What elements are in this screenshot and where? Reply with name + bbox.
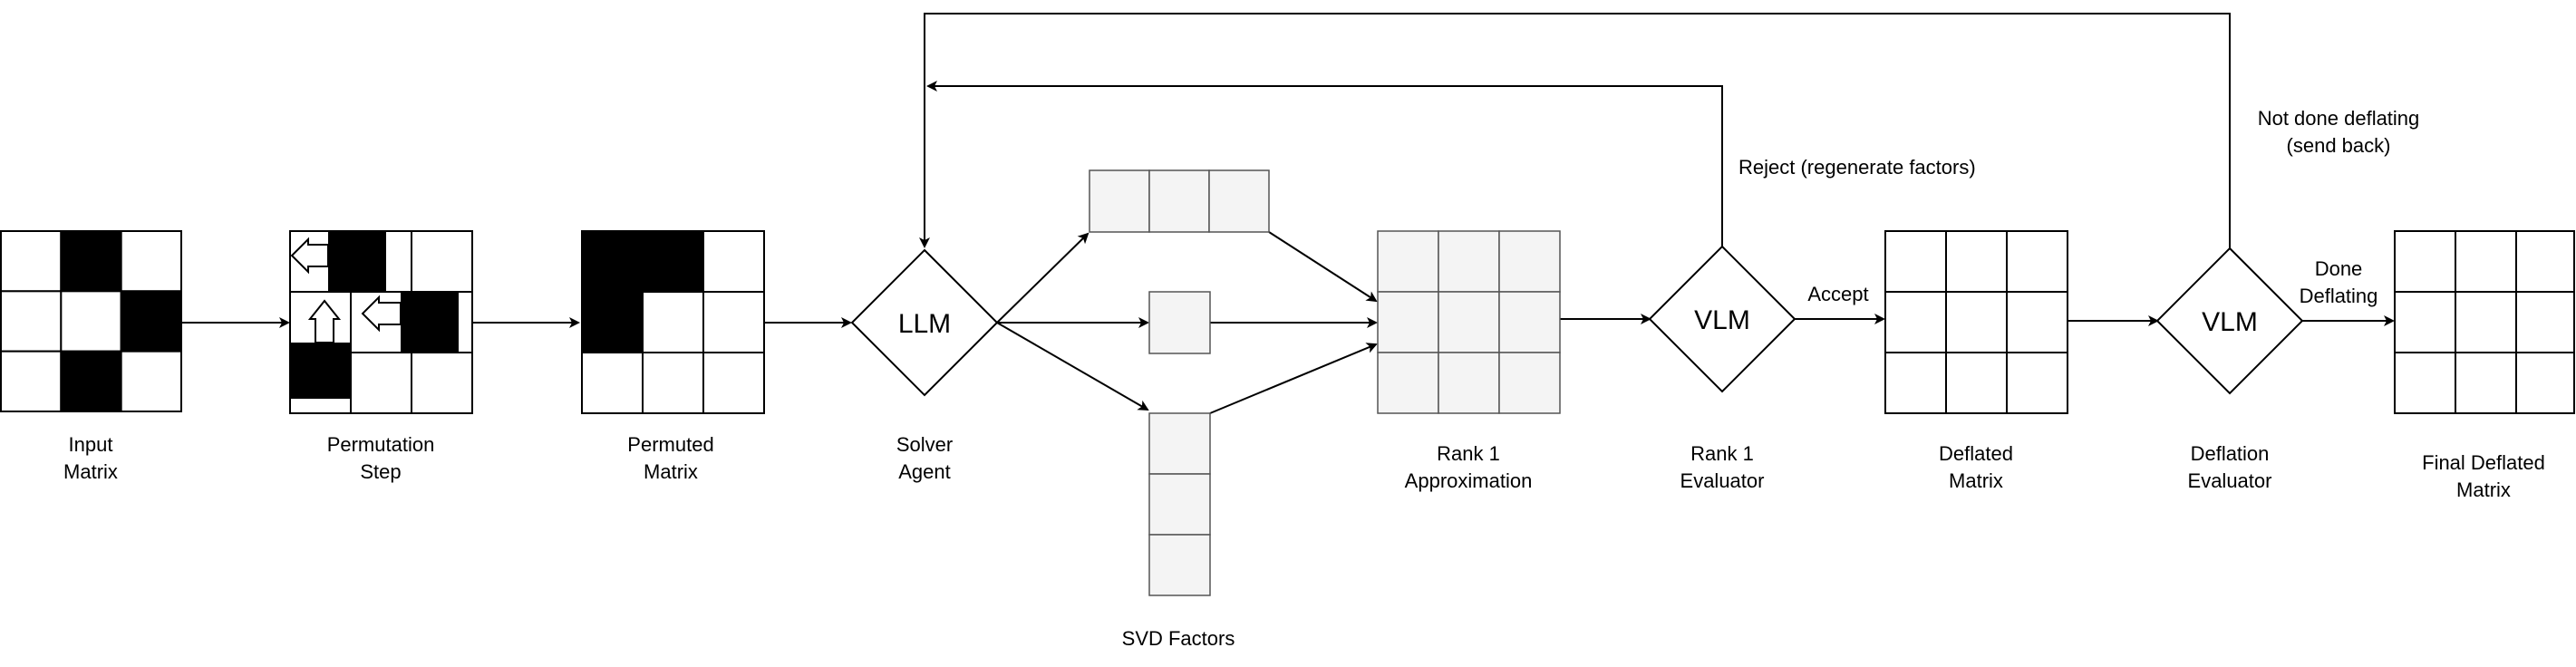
empty-cell xyxy=(642,352,704,414)
final-label-line1: Final Deflated xyxy=(2422,451,2545,474)
not-done-edge-label-line1: Not done deflating xyxy=(2258,107,2420,130)
solver-label-line2: Agent xyxy=(898,460,951,483)
svd-column-factor xyxy=(1148,412,1211,596)
permuted-label-line1: Permuted xyxy=(627,433,713,456)
edge-column-factor-to-rank1 xyxy=(1209,343,1378,414)
deflated-label-line1: Deflated xyxy=(1939,442,2013,465)
rank1-eval-label-line1: Rank 1 xyxy=(1690,442,1754,465)
permuted-matrix xyxy=(581,230,765,414)
filled-cell xyxy=(581,291,644,353)
done-edge-label-line2: Deflating xyxy=(2300,285,2378,307)
deflated-matrix xyxy=(1884,230,2068,414)
done-edge-label-line1: Done xyxy=(2315,257,2363,280)
empty-cell xyxy=(702,230,765,293)
svd-row-factor xyxy=(1089,169,1270,233)
edges xyxy=(181,13,2395,414)
filled-cell xyxy=(60,350,122,412)
empty-cell xyxy=(642,291,704,353)
permutation-matrix xyxy=(289,230,473,414)
moved-block-middle xyxy=(401,292,459,352)
svd-factors-label: SVD Factors xyxy=(1122,627,1235,650)
deflation-eval-label-line1: Deflation xyxy=(2191,442,2270,465)
not-done-edge-label-line2: (send back) xyxy=(2287,134,2391,157)
edge-labels: Reject (regenerate factors) Accept Not d… xyxy=(1738,107,2419,307)
llm-label: LLM xyxy=(898,309,951,339)
edge-llm-to-row-factor xyxy=(996,232,1089,324)
edge-vlm1-reject xyxy=(926,81,1723,248)
moved-block-top xyxy=(328,231,386,291)
vlm-rank1-node: VLM xyxy=(1648,245,1796,393)
llm-node: LLM xyxy=(850,248,999,397)
filled-cell xyxy=(581,230,644,293)
vlm-deflation-label: VLM xyxy=(2202,307,2258,337)
left-arrow-icon xyxy=(290,237,329,275)
deflated-label-line2: Matrix xyxy=(1949,469,2003,492)
edge-row-factor-to-rank1 xyxy=(1268,231,1378,303)
input-matrix-label-line1: Input xyxy=(69,433,113,456)
permutation-label-line2: Step xyxy=(360,460,401,483)
rank1-approximation-matrix xyxy=(1377,230,1561,414)
empty-cell xyxy=(702,352,765,414)
empty-cell xyxy=(120,350,182,412)
vlm-deflation-node: VLM xyxy=(2155,246,2304,395)
solver-label-line1: Solver xyxy=(896,433,953,456)
rank1-label-line2: Approximation xyxy=(1405,469,1533,492)
accept-edge-label: Accept xyxy=(1807,283,1868,305)
input-matrix xyxy=(0,230,182,412)
up-arrow-icon xyxy=(307,299,342,343)
node-labels: Input Matrix Permutation Step Permuted M… xyxy=(63,433,2545,650)
empty-cell xyxy=(120,230,182,293)
filled-cell xyxy=(120,290,182,353)
edge-vlm2-not-done xyxy=(919,13,2231,250)
filled-cell xyxy=(60,230,122,293)
filled-cell xyxy=(642,230,704,293)
empty-cell xyxy=(0,230,63,293)
empty-cell xyxy=(0,350,63,412)
permuted-label-line2: Matrix xyxy=(644,460,698,483)
left-arrow-icon xyxy=(361,295,402,333)
final-deflated-matrix xyxy=(2394,230,2575,414)
empty-cell xyxy=(702,291,765,353)
edge-llm-to-column-factor xyxy=(996,322,1149,411)
permutation-label-line1: Permutation xyxy=(327,433,435,456)
svd-scalar-factor xyxy=(1148,291,1211,354)
rank1-label-line1: Rank 1 xyxy=(1437,442,1500,465)
input-matrix-label-line2: Matrix xyxy=(63,460,118,483)
moved-block-bottom xyxy=(290,343,351,399)
rank1-eval-label-line2: Evaluator xyxy=(1680,469,1765,492)
final-label-line2: Matrix xyxy=(2456,478,2511,501)
empty-cell xyxy=(0,290,63,353)
vlm-rank1-label: VLM xyxy=(1694,305,1750,335)
deflation-eval-label-line2: Evaluator xyxy=(2188,469,2272,492)
reject-edge-label: Reject (regenerate factors) xyxy=(1738,156,1976,179)
empty-cell xyxy=(581,352,644,414)
empty-cell xyxy=(60,290,122,353)
